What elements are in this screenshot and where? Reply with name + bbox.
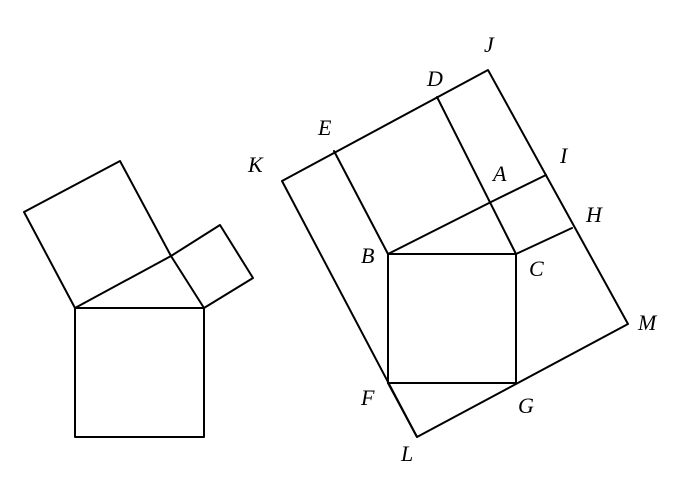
label-B: B (361, 243, 374, 268)
label-C: C (529, 256, 544, 281)
label-G: G (518, 393, 534, 418)
right-leg-square (170, 224, 254, 309)
label-M: M (637, 310, 658, 335)
segment-FL (387, 382, 418, 438)
label-J: J (484, 32, 495, 57)
outer-rectangle-KJML (281, 69, 629, 438)
left-diagram (23, 160, 254, 438)
segment-CH (515, 227, 573, 255)
label-I: I (559, 143, 569, 168)
label-H: H (585, 202, 603, 227)
label-F: F (360, 385, 375, 410)
left-leg-square (23, 160, 172, 309)
label-L: L (400, 441, 413, 466)
label-E: E (317, 115, 332, 140)
hypotenuse-square (74, 307, 205, 438)
segment-DC (436, 96, 517, 255)
segment-BA (387, 200, 494, 255)
square-BCGF (387, 253, 517, 384)
segment-AI (492, 174, 547, 202)
segment-EB (333, 150, 389, 255)
point-labels: J D E K I A H B C M F G L (247, 32, 658, 466)
label-A: A (491, 161, 507, 186)
label-K: K (247, 152, 264, 177)
label-D: D (426, 66, 443, 91)
right-diagram (281, 69, 629, 438)
